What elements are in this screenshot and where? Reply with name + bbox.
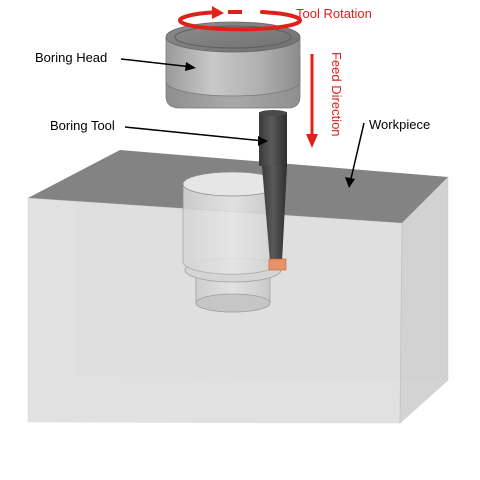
- workpiece-front-face: [27, 197, 403, 424]
- feed-arrowhead: [306, 134, 318, 148]
- cutting-insert: [268, 258, 287, 271]
- rotation-arrowhead: [212, 6, 224, 19]
- leader-lines: [120, 58, 365, 188]
- boring-tool-leader: [124, 126, 265, 142]
- boring-head: [165, 21, 301, 109]
- bore-step-bottom: [195, 293, 271, 313]
- workpiece-leader: [349, 122, 365, 184]
- boring-head-leader: [120, 58, 193, 68]
- feed-direction-label: Feed Direction: [329, 52, 344, 137]
- workpiece-label: Workpiece: [369, 117, 430, 132]
- boring-head-top-rim: [174, 25, 292, 49]
- workpiece-bottom-face: [28, 377, 448, 423]
- circular-arrow-icon: [178, 10, 302, 32]
- tool-rotation-label: Tool Rotation: [296, 6, 372, 21]
- rotation-arrow: [178, 6, 302, 32]
- boring-tool-label: Boring Tool: [50, 118, 115, 133]
- workpiece-right-face: [399, 176, 449, 424]
- boring-head-cylinder: [165, 37, 301, 97]
- bored-hole: [182, 171, 282, 313]
- boring-head-label: Boring Head: [35, 50, 107, 65]
- tool-shank-top: [259, 110, 287, 116]
- tool-bar: [262, 166, 287, 262]
- workpiece-left-face: [28, 150, 120, 422]
- feed-arrow: [306, 54, 318, 148]
